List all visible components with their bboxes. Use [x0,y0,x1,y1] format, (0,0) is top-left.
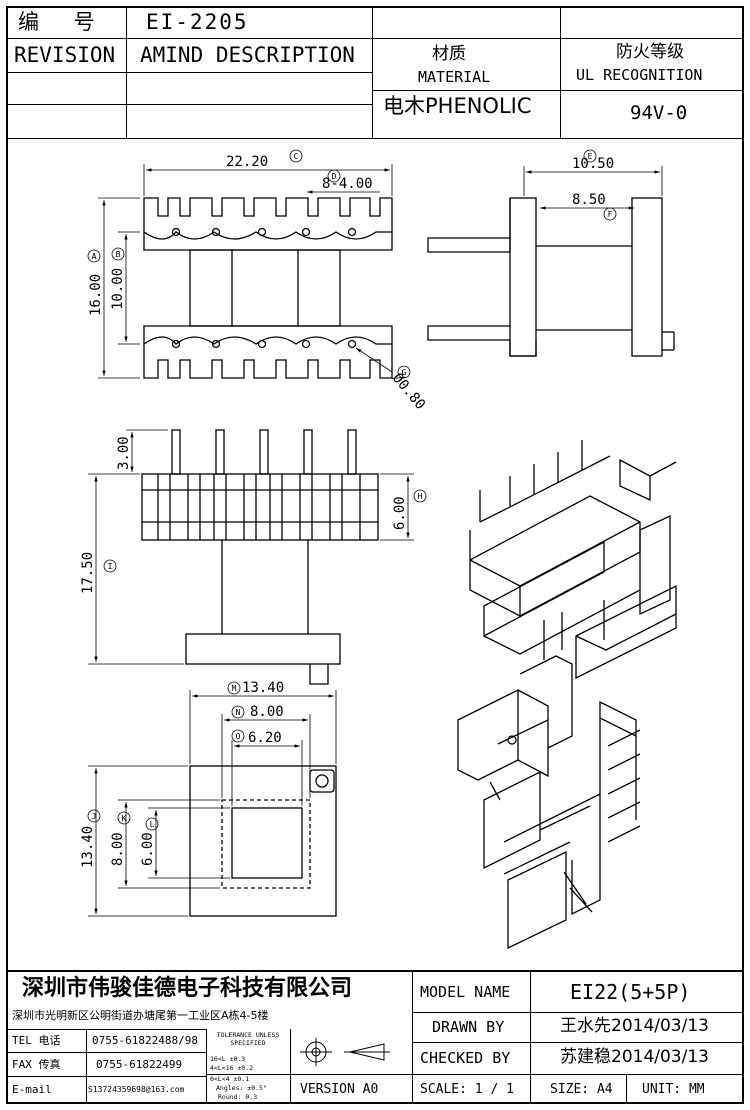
tel-label: TEL 电话 [12,1034,61,1047]
side-view [427,166,675,357]
front-view [88,429,414,685]
marker-i: I [108,562,113,571]
marker-m: M [232,684,237,693]
code-value: EI-2205 [146,10,249,34]
dim-17-50: 17.50 [80,552,96,594]
dim-6: 6.00 [392,496,408,530]
email-label: E-mail [12,1083,52,1096]
dim-8-4: 8-4.00 [322,176,373,192]
version-label: VERSION A0 [300,1082,379,1097]
tel-value: 0755-61822488/98 [92,1034,198,1047]
tolerance-line-1: 16<L ±0.3 [210,1055,246,1063]
dim-8-50: 8.50 [572,192,606,208]
bottom-view [88,690,337,917]
marker-j: J [92,812,97,821]
dim-8-00-v: 8.00 [110,832,126,866]
isometric-view-top [469,440,677,680]
drawing-sheet-border [6,6,744,1104]
projection-symbol-icon [300,1038,390,1066]
revision-label: REVISION [14,43,116,67]
drawn-by-label: DRAWN BY [432,1018,505,1036]
dim-10: 10.00 [110,268,126,310]
marker-f: F [608,210,613,219]
tolerance-line-4: Angles: ±0.5° [216,1084,267,1092]
dim-22-20: 22.20 [226,154,268,170]
marker-d: D [332,172,337,181]
marker-c: C [294,152,299,161]
dim-6-20: 6.20 [248,730,282,746]
size-label: SIZE: A4 [550,1082,613,1097]
checked-by-value: 苏建稳2014/03/13 [560,1047,709,1067]
fax-value: 0755-61822499 [96,1058,183,1071]
marker-o: O [236,732,241,741]
marker-h: H [418,492,423,501]
marker-a: A [92,252,97,261]
fax-label: FAX 传真 [12,1058,61,1071]
company-name: 深圳市伟骏佳德电子科技有限公司 [22,976,353,1001]
marker-b: B [116,250,121,259]
dim-10-50: 10.50 [572,156,614,172]
model-name-value: EI22(5+5P) [570,980,691,1004]
ul-cn-label: 防火等级 [616,42,684,62]
amind-description-label: AMIND DESCRIPTION [140,43,355,67]
ul-en-label: UL RECOGNITION [576,66,703,84]
tolerance-line-2: 4<L<16 ±0.2 [210,1064,254,1072]
scale-label: SCALE: 1 / 1 [420,1082,514,1097]
checked-by-label: CHECKED BY [420,1049,511,1067]
dim-3: 3.00 [116,436,132,470]
marker-l: L [150,820,155,829]
isometric-view-bottom [457,655,641,950]
dim-13-40-v: 13.40 [80,826,96,868]
unit-label: UNIT: MM [642,1082,705,1097]
email-value: S13724359698@163.com [88,1085,185,1094]
drawn-by-value: 王水先2014/03/13 [560,1016,709,1036]
marker-k: K [122,814,127,823]
dim-0-80: Ø0.80 [389,370,428,413]
model-name-label: MODEL NAME [420,983,511,1001]
material-en-label: MATERIAL [418,68,491,86]
marker-g: G [402,368,407,377]
company-address: 深圳市光明新区公明街道办塘尾第一工业区A栋4-5楼 [12,1009,269,1022]
material-cn-label: 材质 [432,44,466,64]
tolerance-line-3: 0<L<4 ±0.1 [210,1075,250,1083]
tolerance-title: TOLERANCE UNLESS SPECIFIED [216,1031,280,1047]
dim-16: 16.00 [88,274,104,316]
tolerance-line-5: Round: 0.3 [218,1093,258,1101]
marker-n: N [236,708,241,717]
top-view [98,164,393,379]
dim-6-00-v: 6.00 [140,832,156,866]
marker-e: E [588,152,593,161]
dim-13-40-h: 13.40 [242,680,284,696]
ul-value: 94V-0 [630,102,688,124]
dim-8-00: 8.00 [250,704,284,720]
code-label: 编 号 [18,10,109,34]
material-value: 电木PHENOLIC [383,94,532,118]
